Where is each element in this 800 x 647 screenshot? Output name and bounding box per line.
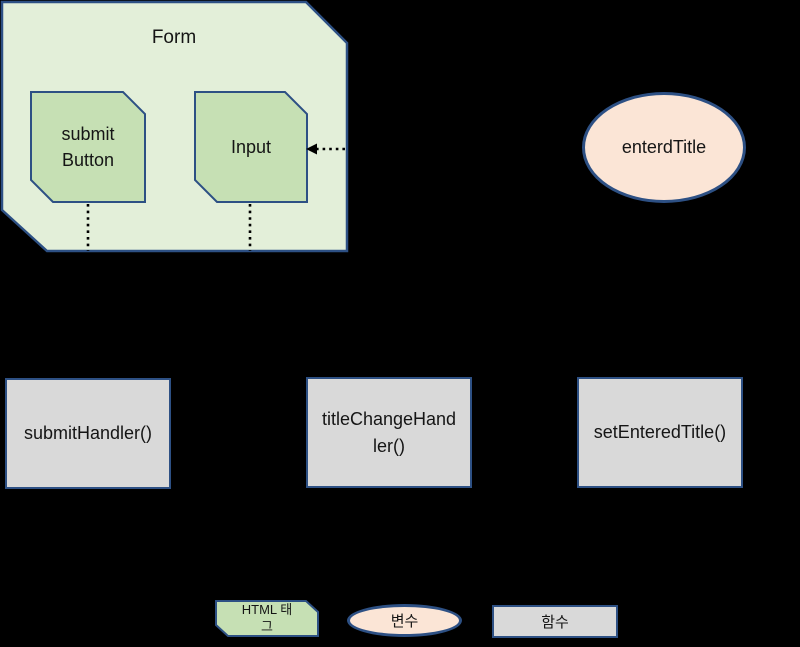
submit-button-label: submit Button <box>61 123 115 170</box>
function-box-label: setEnteredTitle() <box>593 422 727 442</box>
legend-function-label: 함수 <box>541 614 569 631</box>
arrow-head-icon <box>306 143 317 155</box>
form-title: Form <box>151 27 197 48</box>
variable-ellipse-enterdtitle: enterdTitle <box>582 92 746 203</box>
input-label: Input <box>230 136 272 157</box>
input-shape <box>194 91 308 203</box>
function-box-setenteredtitle: setEnteredTitle() <box>577 377 743 488</box>
legend-html-tag-polygon <box>215 600 319 637</box>
function-box-label: submitHandler() <box>23 423 153 443</box>
submit-button-shape <box>30 91 146 203</box>
legend-html-tag-shape <box>215 600 319 637</box>
legend-function-rect: 함수 <box>492 605 618 638</box>
form-shape-group <box>0 0 349 253</box>
function-box-submithandler: submitHandler() <box>5 378 171 489</box>
variable-ellipse-label: enterdTitle <box>621 137 707 157</box>
function-box-titlechangehandler: titleChangeHandler() <box>306 377 472 488</box>
legend-html-tag-label: HTML 태그 <box>241 602 293 634</box>
legend-variable-label: 변수 <box>390 613 419 630</box>
function-box-label: titleChangeHandler() <box>321 408 457 456</box>
legend-variable-ellipse: 변수 <box>347 604 462 637</box>
